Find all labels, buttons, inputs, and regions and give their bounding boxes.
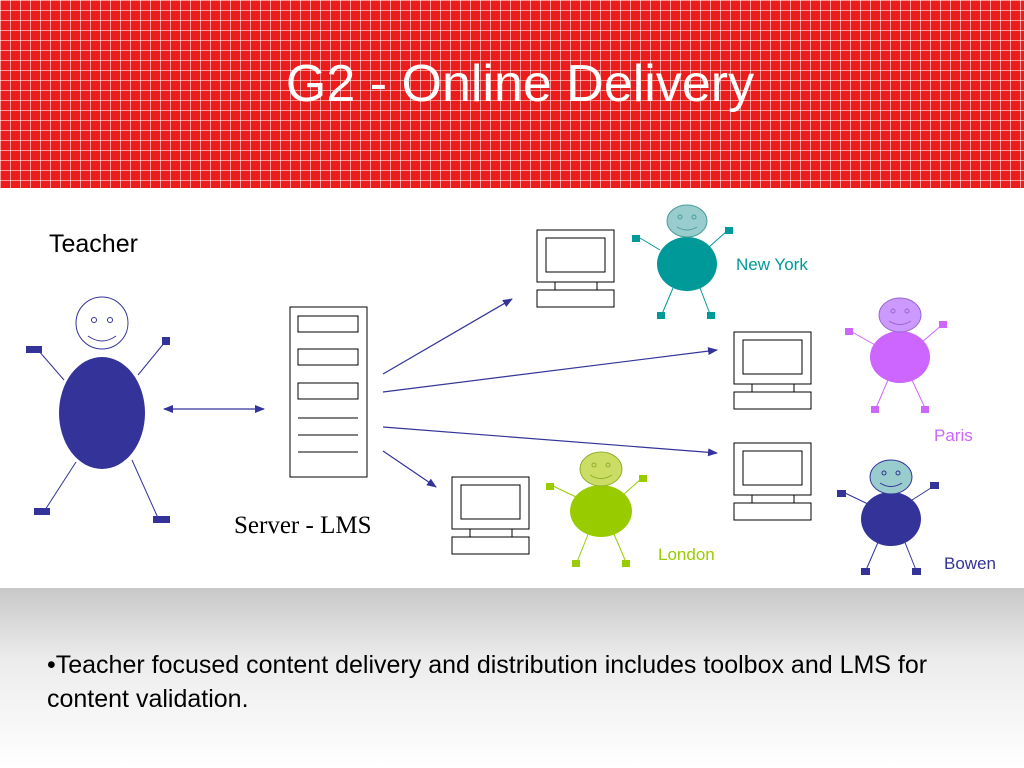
title-banner [0, 0, 1024, 188]
footer-band [0, 588, 1024, 768]
arrow-to-new-york [382, 298, 513, 375]
computer-paris [733, 331, 812, 410]
slide-title: G2 - Online Delivery [285, 55, 755, 113]
student-bowen [837, 459, 939, 575]
computer-london [451, 476, 530, 555]
client-label-bowen: Bowen [944, 554, 996, 573]
arrow-to-paris [382, 347, 718, 393]
server-label: Server - LMS [234, 512, 372, 539]
student-paris [845, 297, 947, 413]
student-new-york [632, 204, 733, 319]
client-label-paris: Paris [934, 426, 973, 445]
teacher-figure [26, 296, 170, 523]
computer-new-york [536, 229, 615, 308]
client-label-new-york: New York [736, 255, 808, 274]
server-icon [289, 306, 368, 478]
teacher-label: Teacher [49, 230, 138, 258]
delivery-diagram: Teacher Server - LMS New York Paris Lond… [0, 188, 1024, 588]
arrow-to-london [382, 450, 437, 488]
client-label-london: London [658, 545, 715, 564]
computer-bowen [733, 442, 812, 521]
student-london [546, 451, 647, 567]
bullet-text: •Teacher focused content delivery and di… [47, 651, 928, 713]
arrow-to-bowen [382, 426, 718, 457]
diagram-canvas [26, 204, 947, 575]
